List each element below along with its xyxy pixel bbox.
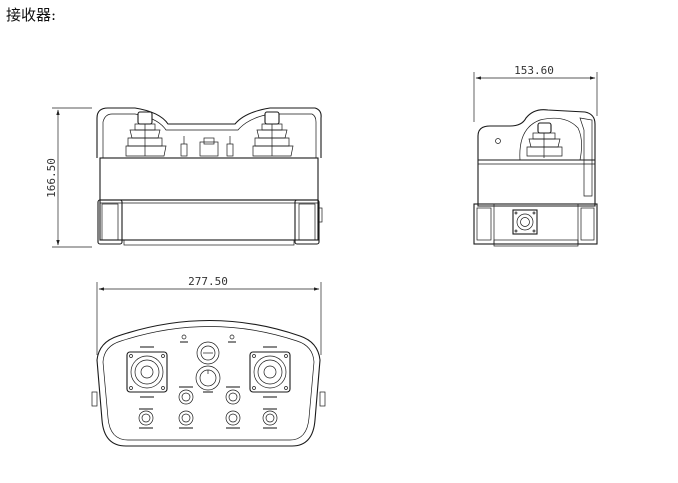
center-controls — [180, 136, 234, 157]
left-joystick — [125, 111, 167, 157]
center-knob — [195, 365, 221, 391]
right-joystick — [252, 111, 294, 157]
side-joystick — [526, 122, 563, 158]
left-large-connector — [126, 351, 168, 393]
right-large-connector — [249, 351, 291, 393]
front-view — [52, 107, 323, 248]
side-view — [473, 72, 598, 247]
bottom-view — [91, 282, 326, 447]
side-connector — [512, 209, 538, 235]
small-switches — [138, 389, 278, 426]
tiny-labels — [139, 341, 277, 429]
height-dimension-label: 166.50 — [45, 158, 58, 198]
center-key-switch — [196, 341, 220, 365]
side-width-dimension — [473, 72, 598, 122]
height-dimension — [52, 107, 92, 248]
side-width-dimension-label: 153.60 — [514, 64, 554, 77]
page-title: 接收器: — [6, 6, 57, 24]
bottom-width-dimension-label: 277.50 — [188, 275, 228, 288]
bottom-width-dimension — [96, 282, 322, 355]
